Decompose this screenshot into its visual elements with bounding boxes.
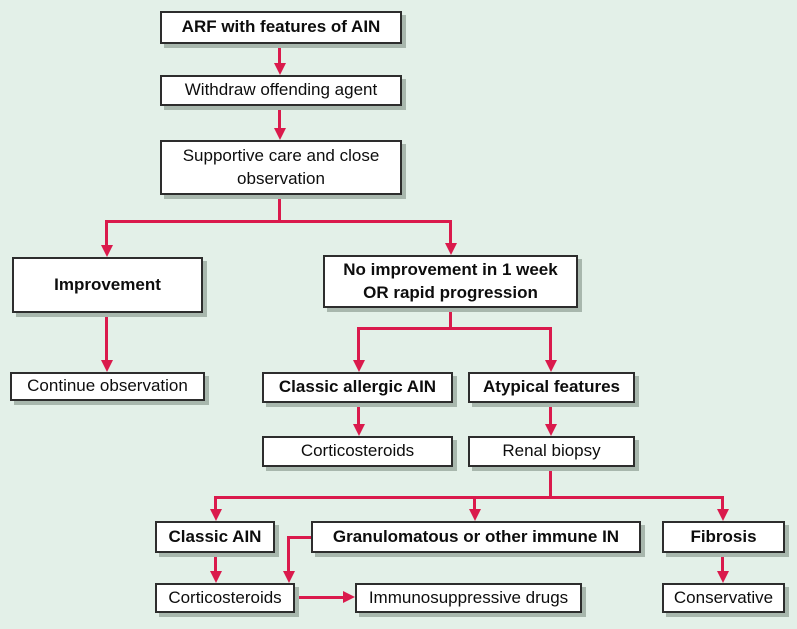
arrowhead-down-icon [545, 360, 557, 372]
connector-split-to-improvement [105, 220, 108, 245]
arrowhead-right-icon [343, 591, 355, 603]
node-withdraw: Withdraw offending agent [160, 75, 402, 106]
connector-renal-split [214, 496, 724, 499]
connector-classic-allergic-cortico [357, 403, 360, 424]
arrowhead-down-icon [210, 509, 222, 521]
connector-atypical-renal [549, 403, 552, 424]
connector-granulomatous-elbow-h [287, 536, 311, 539]
node-atypical-features: Atypical features [468, 372, 635, 403]
node-corticosteroids-1: Corticosteroids [262, 436, 453, 467]
connector-split-to-classic-allergic [357, 327, 360, 360]
connector-no-improvement-split [357, 327, 552, 330]
node-fibrosis: Fibrosis [662, 521, 785, 553]
arrowhead-down-icon [101, 360, 113, 372]
arrowhead-down-icon [274, 128, 286, 140]
connector-fibrosis-conservative [721, 553, 724, 571]
arrowhead-down-icon [353, 360, 365, 372]
node-conservative: Conservative [662, 583, 785, 613]
connector-improvement-continue [105, 313, 108, 360]
arrowhead-down-icon [101, 245, 113, 257]
arrowhead-down-icon [274, 63, 286, 75]
connector-classic-ain-cortico [214, 553, 217, 571]
connector-arf-withdraw [278, 44, 281, 63]
connector-supportive-split [105, 220, 452, 223]
arrowhead-down-icon [353, 424, 365, 436]
node-classic-ain: Classic AIN [155, 521, 275, 553]
connector-split-to-granulomatous [473, 496, 476, 509]
arrowhead-down-icon [210, 571, 222, 583]
connector-split-to-fibrosis [721, 496, 724, 509]
arrowhead-down-icon [283, 571, 295, 583]
node-continue-observation: Continue observation [10, 372, 205, 401]
connector-no-improvement-stem [449, 308, 452, 329]
node-no-improvement: No improvement in 1 week OR rapid progre… [323, 255, 578, 308]
node-renal-biopsy: Renal biopsy [468, 436, 635, 467]
arrowhead-down-icon [445, 243, 457, 255]
connector-withdraw-supportive [278, 106, 281, 128]
connector-split-to-no-improvement [449, 220, 452, 243]
arrowhead-down-icon [469, 509, 481, 521]
connector-split-to-atypical [549, 327, 552, 360]
connector-granulomatous-elbow-v [287, 536, 290, 571]
node-supportive: Supportive care and close observation [160, 140, 402, 195]
arrowhead-down-icon [717, 571, 729, 583]
connector-supportive-stem [278, 195, 281, 222]
node-arf: ARF with features of AIN [160, 11, 402, 44]
node-granulomatous: Granulomatous or other immune IN [311, 521, 641, 553]
arrowhead-down-icon [717, 509, 729, 521]
node-classic-allergic-ain: Classic allergic AIN [262, 372, 453, 403]
node-corticosteroids-2: Corticosteroids [155, 583, 295, 613]
arrowhead-down-icon [545, 424, 557, 436]
connector-renal-stem [549, 467, 552, 498]
node-improvement: Improvement [12, 257, 203, 313]
node-immunosuppressive: Immunosuppressive drugs [355, 583, 582, 613]
connector-split-to-classic-ain [214, 496, 217, 509]
connector-cortico-immuno [295, 596, 343, 599]
